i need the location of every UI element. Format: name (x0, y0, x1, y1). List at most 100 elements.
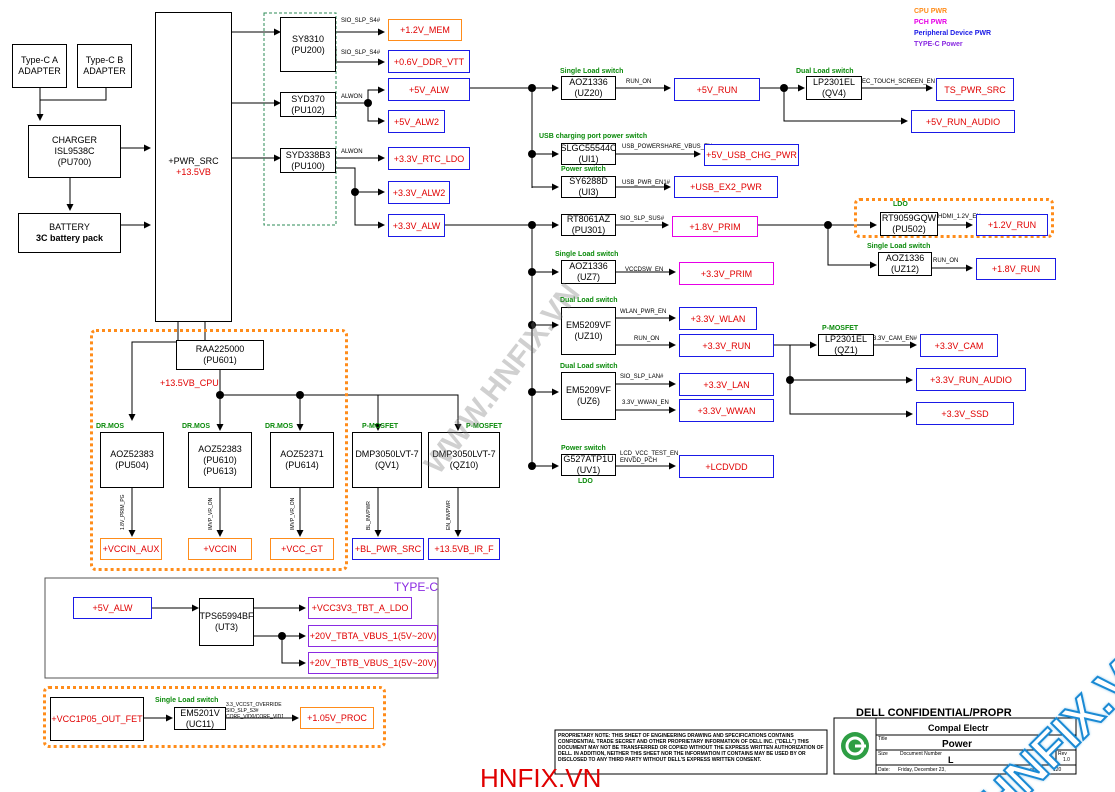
legend-peripheral: Peripheral Device PWR (914, 30, 992, 37)
label-single-load-switch-2: Single Load switch (867, 243, 931, 250)
rail-3v3-ssd: +3.3V_SSD (916, 402, 1014, 425)
g527atp1u-box: G527ATP1U (UV1) (561, 454, 616, 476)
rt9059gqw-box: RT9059GQW (PU502) (880, 212, 938, 236)
rail-5v-alw2: +5V_ALW2 (388, 110, 445, 133)
rail-1v2-run: +1.2V_RUN (976, 214, 1048, 236)
rail-lcdvdd: +LCDVDD (679, 455, 774, 478)
pwr-src-box: +PWR_SRC +13.5VB (155, 12, 232, 322)
proc-group-outline (43, 686, 386, 748)
ldo-group-outline (854, 198, 1054, 238)
em5209vf-uz10-box: EM5209VF (UZ10) (561, 307, 616, 355)
aoz1336-uz20-box: AOZ1336 (UZ20) (561, 76, 616, 100)
aoz1336-uz12-box: AOZ1336 (UZ12) (878, 252, 932, 276)
adapter-b-box: Type-C B ADAPTER (77, 44, 132, 88)
sig-vccst-override: 3.3_VCCST_OVERRIDE SIO_SLP_S3# CORE_VID0… (226, 702, 285, 720)
rail-0v6-ddr-vtt: +0.6V_DDR_VTT (388, 50, 470, 73)
rail-1v2-mem: +1.2V_MEM (388, 19, 462, 41)
dell-confidential: DELL CONFIDENTIAL/PROPR (856, 707, 1012, 719)
sig-1v8-prim-pg: 1.8V_PRIM_PG (120, 494, 126, 530)
typec-section-title: TYPE-C (394, 580, 439, 594)
label-drmos-1: DR.MOS (96, 423, 124, 430)
date-value: Friday, December 23, (898, 767, 946, 773)
sig-3v3-wwan-en: 3.3V_WWAN_EN (622, 400, 669, 406)
rail-5v-usb-chg-pwr: +5V_USB_CHG_PWR (704, 144, 799, 166)
legend-cpu-pwr: CPU PWR (914, 8, 948, 15)
docnum-value: L (948, 755, 954, 765)
em5209vf-uz6-box: EM5209VF (UZ6) (561, 372, 616, 420)
sig-en-invpwr: EN_INVPWR (446, 500, 452, 530)
rail-5v-run-audio: +5V_RUN_AUDIO (911, 110, 1015, 133)
label-dual-load-switch-1: Dual Load switch (796, 68, 854, 75)
sig-hdmi-1v2-en: HDMI_1.2V_EN (938, 214, 981, 220)
syd338b3-box: SYD338B3 (PU100) (280, 148, 336, 173)
rail-3v3-run-audio: +3.3V_RUN_AUDIO (916, 368, 1026, 391)
label-usb-charging: USB charging port power switch (539, 133, 648, 140)
rail-3v3-wlan: +3.3V_WLAN (679, 307, 757, 330)
rail-3v3-wwan: +3.3V_WWAN (679, 399, 774, 422)
sig-alwon-2: ALWON (341, 149, 363, 155)
label-single-load-switch-3: Single Load switch (555, 251, 619, 258)
pwr-src-voltage: +13.5VB (176, 167, 211, 177)
label-dual-load-switch-2: Dual Load switch (560, 297, 618, 304)
aoz52371-pu614-box: AOZ52371 (PU614) (270, 432, 334, 488)
legend-typec: TYPE-C Power (914, 41, 963, 48)
sig-imvp-vr-on-2: IMVP_VR_ON (290, 497, 296, 530)
rail-1v05-proc: +1.05V_PROC (300, 707, 374, 729)
rail-20v-tbtb-vbus: +20V_TBTB_VBUS_1(5V~20V) (308, 652, 438, 674)
rail-5v-run: +5V_RUN (674, 78, 760, 101)
sig-imvp-vr-on-1: IMVP_VR_ON (208, 497, 214, 530)
rail-3v3-alw: +3.3V_ALW (388, 214, 445, 237)
legend-pch-pwr: PCH PWR (914, 19, 948, 26)
rail-usb-ex2-pwr: +USB_EX2_PWR (674, 176, 778, 198)
label-drmos-2: DR.MOS (182, 423, 210, 430)
rev-value: 1.0 (1063, 757, 1070, 763)
title-label: Title (878, 736, 888, 742)
sig-ec-touch-screen-en: EC_TOUCH_SCREEN_EN (862, 79, 935, 85)
rt8061az-box: RT8061AZ (PU301) (561, 214, 616, 236)
sig-sio-slp-lan: SIO_SLP_LAN# (620, 374, 664, 380)
tps65994bf-box: TPS65994BF (UT3) (199, 598, 254, 646)
rail-vccin-aux: +VCCIN_AUX (100, 538, 162, 560)
lp2301el-qz1-box: LP2301EL (QZ1) (818, 334, 874, 356)
sig-run-on-2: RUN_ON (933, 258, 959, 264)
sheet-total: 120 (1053, 767, 1062, 773)
sig-bl-invpwr: BL_INVPWR (366, 501, 372, 530)
charger-box: CHARGER ISL9538C (PU700) (28, 125, 121, 178)
sig-usb-pwr-en1: USB_PWR_EN1# (622, 180, 671, 186)
sig-wlan-pwr-en: WLAN_PWR_EN (620, 309, 667, 315)
dmp3050-qz10-box: DMP3050LVT-7 (QZ10) (428, 432, 500, 488)
sy6288d-box: SY6288D (UI3) (561, 176, 616, 198)
sheet-title: Power (942, 739, 973, 750)
sig-sio-slp-s4-1: SIO_SLP_S4# (341, 18, 381, 24)
rail-3v3-prim: +3.3V_PRIM (679, 262, 774, 285)
label-p-mosfet-2: P-MOSFET (362, 423, 399, 430)
label-dual-load-switch-3: Dual Load switch (560, 363, 618, 370)
sig-lcd-vcc-test-en: LCD_VCC_TEST_EN ENVDD_PCH (620, 451, 679, 464)
raa225000-box: RAA225000 (PU601) (176, 340, 264, 370)
watermark-bottom: HNFIX.VN (480, 763, 602, 792)
rail-13v5-cpu-label: +13.5VB_CPU (160, 378, 219, 388)
sig-sio-slp-sus: SIO_SLP_SUS# (620, 216, 665, 222)
em5201v-box: EM5201V (UC11) (174, 707, 226, 730)
vcc1p05-out-fet-box: +VCC1P05_OUT_FET (50, 697, 144, 741)
sig-usb-powershare: USB_POWERSHARE_VBUS_EN (622, 144, 713, 150)
lp2301el-qv4-box: LP2301EL (QV4) (806, 76, 862, 100)
label-single-load-switch-1: Single Load switch (560, 68, 624, 75)
sig-vccdsw-en: VCCDSW_EN (625, 267, 664, 273)
rail-3v3-rtc-ldo: +3.3V_RTC_LDO (388, 147, 470, 170)
label-drmos-3: DR.MOS (265, 423, 293, 430)
sig-alwon-1: ALWON (341, 94, 363, 100)
rail-1v8-prim: +1.8V_PRIM (672, 216, 758, 237)
date-label: Date: (878, 767, 890, 773)
sheet-of: of (1030, 767, 1035, 773)
aoz52383-pu610-box: AOZ52383 (PU610) (PU613) (188, 432, 252, 488)
label-power-switch-2: Power switch (561, 445, 606, 452)
rev-label: Rev (1058, 751, 1067, 757)
battery-subtitle: 3C battery pack (35, 233, 104, 243)
rail-3v3-lan: +3.3V_LAN (679, 373, 774, 396)
battery-title: BATTERY (49, 222, 90, 232)
aoz1336-uz7-box: AOZ1336 (UZ7) (561, 260, 616, 284)
aoz52383-pu504-box: AOZ52383 (PU504) (100, 432, 164, 488)
label-p-mosfet-3: P-MOSFET (466, 423, 503, 430)
